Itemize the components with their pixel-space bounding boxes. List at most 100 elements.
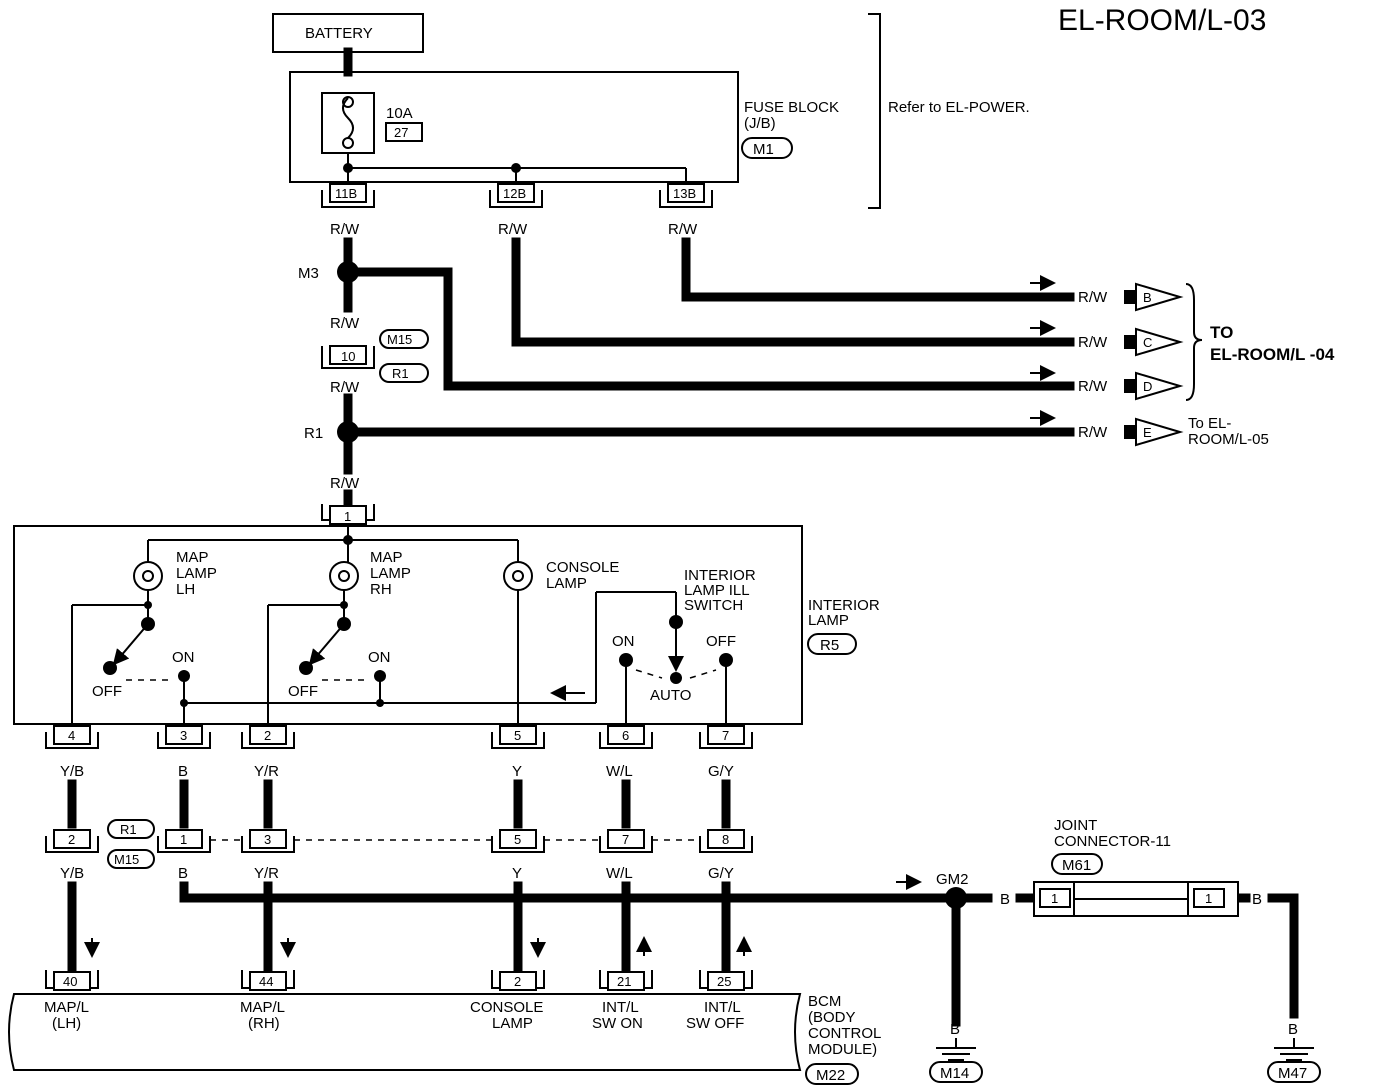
- interior-pin-7: 7: [699, 725, 753, 749]
- svg-text:B: B: [1143, 290, 1152, 305]
- wire-color-yr-2: Y/R: [254, 865, 279, 882]
- wire-color-gy-1: G/Y: [708, 763, 734, 780]
- mid-pin-8: 8: [699, 829, 753, 853]
- bcm-label-swoff-2: SW OFF: [686, 1015, 744, 1032]
- wire-color-wl-2: W/L: [606, 865, 633, 882]
- svg-text:7: 7: [622, 832, 629, 847]
- output-connector-c: C: [1124, 327, 1184, 357]
- interior-pin-4: 4: [45, 725, 99, 749]
- bcm-module: [8, 993, 802, 1071]
- ground-m47: M47: [1278, 1065, 1307, 1082]
- bcm-label-lh-1: MAP/L: [44, 999, 89, 1016]
- fuse-block-refer: Refer to EL-POWER.: [888, 99, 1030, 116]
- svg-text:6: 6: [622, 728, 629, 743]
- output-connector-b: B: [1124, 282, 1184, 312]
- fuse-body: [321, 92, 375, 154]
- wire-color-b-gm2: B: [1000, 891, 1010, 908]
- svg-text:2: 2: [264, 728, 271, 743]
- mid-pin-2: 2: [45, 829, 99, 853]
- bcm-pin-44: 44: [241, 970, 295, 991]
- bcm-label-rh-2: (RH): [248, 1015, 280, 1032]
- joint-pin-right: 1: [1205, 891, 1212, 906]
- svg-text:3: 3: [180, 728, 187, 743]
- fuse-terminal-13b: 13B: [659, 183, 713, 208]
- interior-lamp-label-2: LAMP: [808, 612, 849, 629]
- conn-m15-top: M15: [387, 332, 412, 347]
- wire-color-out-d: R/W: [1078, 378, 1108, 395]
- wire-color-rw-5: R/W: [330, 379, 360, 396]
- pin-10: 10: [341, 349, 355, 364]
- switch-auto: AUTO: [650, 687, 691, 704]
- bcm-name-1: BCM: [808, 993, 841, 1010]
- svg-text:7: 7: [722, 728, 729, 743]
- splice-gm2: [945, 887, 967, 909]
- map-lamp-lh-3: LH: [176, 581, 195, 598]
- bcm-name-3: CONTROL: [808, 1025, 881, 1042]
- svg-text:C: C: [1143, 335, 1152, 350]
- mid-pin-7: 7: [599, 829, 653, 853]
- interior-pin-3: 3: [157, 725, 211, 749]
- wire-color-rw-1: R/W: [330, 221, 360, 238]
- bcm-pin-21: 21: [599, 970, 653, 991]
- bcm-name-2: (BODY: [808, 1009, 856, 1026]
- svg-text:8: 8: [722, 832, 729, 847]
- fuse-number: 27: [394, 125, 408, 140]
- svg-text:5: 5: [514, 832, 521, 847]
- conn-r1-top: R1: [392, 366, 409, 381]
- interior-pin-5: 5: [491, 725, 545, 749]
- bcm-label-swoff-1: INT/L: [704, 999, 741, 1016]
- conn-m22: M22: [816, 1067, 845, 1084]
- fuse-block-label: FUSE BLOCK: [744, 99, 839, 116]
- wire-color-yr-1: Y/R: [254, 763, 279, 780]
- mid-pin-3: 3: [241, 829, 295, 853]
- svg-text:E: E: [1143, 425, 1152, 440]
- svg-text:5: 5: [514, 728, 521, 743]
- fuse-block-conn: M1: [753, 141, 774, 158]
- map-lamp-rh-3: RH: [370, 581, 392, 598]
- output-to-label: TO: [1210, 323, 1233, 342]
- fuse-rating: 10A: [386, 105, 413, 122]
- splice-gm2-label: GM2: [936, 871, 969, 888]
- joint-label-2: CONNECTOR-11: [1054, 833, 1171, 850]
- map-lamp-rh-1: MAP: [370, 549, 403, 566]
- console-lamp-bulb-icon: [503, 561, 533, 591]
- output-connector-d: D: [1124, 371, 1184, 401]
- map-lamp-rh-bulb-icon: [329, 561, 359, 591]
- switch-off: OFF: [706, 633, 736, 650]
- output-connector-e: E: [1124, 417, 1184, 447]
- svg-text:25: 25: [717, 974, 731, 989]
- wire-color-b-1: B: [178, 763, 188, 780]
- bcm-label-swon-2: SW ON: [592, 1015, 643, 1032]
- switch-label-1: INTERIOR: [684, 567, 756, 584]
- svg-text:1: 1: [180, 832, 187, 847]
- wire-color-out-e: R/W: [1078, 424, 1108, 441]
- bcm-label-console-2: LAMP: [492, 1015, 533, 1032]
- svg-text:21: 21: [617, 974, 631, 989]
- interior-lamp-block: [13, 525, 803, 725]
- conn-r1-mid: R1: [120, 822, 137, 837]
- joint-pin-left: 1: [1051, 891, 1058, 906]
- output-to-target: EL-ROOM/L -04: [1210, 345, 1335, 364]
- map-lamp-lh-2: LAMP: [176, 565, 217, 582]
- wire-color-b-2: B: [178, 865, 188, 882]
- svg-text:4: 4: [68, 728, 75, 743]
- interior-pin-6: 6: [599, 725, 653, 749]
- wire-color-wl-1: W/L: [606, 763, 633, 780]
- bcm-label-lh-2: (LH): [52, 1015, 81, 1032]
- map-lamp-lh-bulb-icon: [133, 561, 163, 591]
- bcm-label-swon-1: INT/L: [602, 999, 639, 1016]
- fuse-terminal-12b: 12B: [489, 183, 543, 208]
- interior-lamp-label-1: INTERIOR: [808, 597, 880, 614]
- svg-text:12B: 12B: [503, 186, 526, 201]
- svg-text:13B: 13B: [673, 186, 696, 201]
- wire-color-out-c: R/W: [1078, 334, 1108, 351]
- bcm-label-console-1: CONSOLE: [470, 999, 543, 1016]
- output-e-label-2: ROOM/L-05: [1188, 431, 1269, 448]
- splice-m3: [337, 261, 359, 283]
- mid-pin-5: 5: [491, 829, 545, 853]
- map-lamp-rh-on: ON: [368, 649, 391, 666]
- console-lamp-2: LAMP: [546, 575, 587, 592]
- wire-color-gy-2: G/Y: [708, 865, 734, 882]
- battery-label: BATTERY: [305, 25, 373, 42]
